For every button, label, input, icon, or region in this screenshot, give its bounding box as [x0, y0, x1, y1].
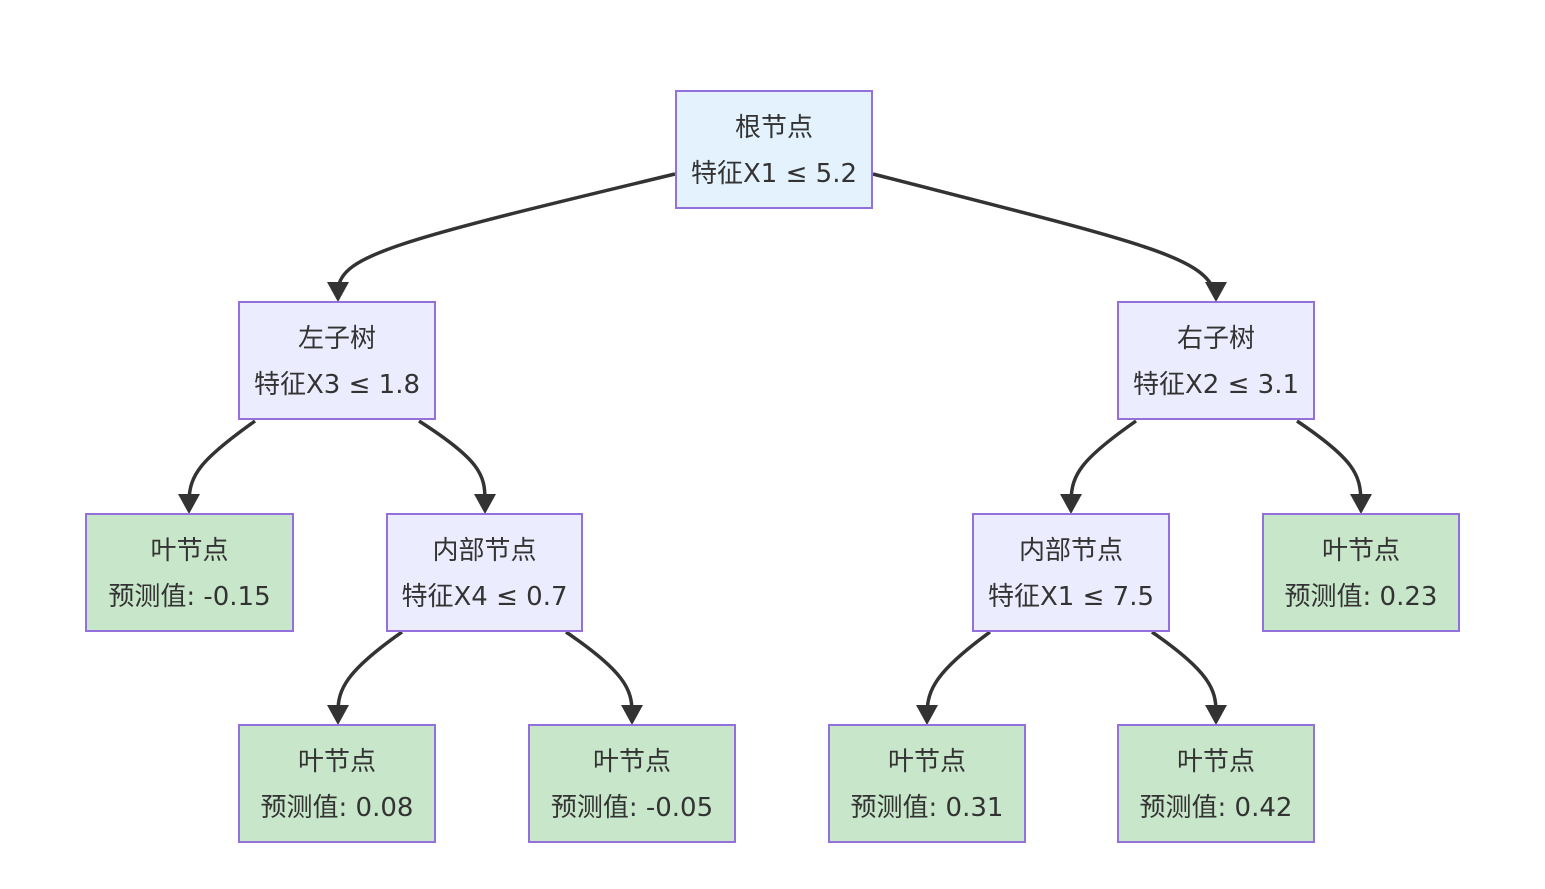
- node-box: [675, 90, 873, 209]
- node-condition: 预测值: -0.05: [551, 793, 713, 823]
- node-condition: 预测值: -0.15: [108, 582, 270, 612]
- node-condition: 特征X3 ≤ 1.8: [254, 370, 420, 400]
- node-title: 右子树: [1177, 324, 1255, 354]
- edge-root-to-left: [327, 172, 676, 302]
- node-condition: 预测值: 0.31: [851, 793, 1004, 823]
- arrow-head-icon: [1060, 494, 1082, 514]
- arrow-head-icon: [1350, 494, 1372, 514]
- edge-inner-right-to-leaf-f: [1151, 630, 1227, 725]
- node-title: 叶节点: [1322, 536, 1400, 566]
- node-title: 叶节点: [888, 747, 966, 777]
- node-title: 根节点: [735, 113, 813, 143]
- arrow-head-icon: [327, 282, 349, 302]
- edge-line: [565, 630, 634, 713]
- node-box: [386, 513, 583, 632]
- node-condition: 特征X1 ≤ 5.2: [691, 159, 857, 189]
- edge-inner-left-to-leaf-d: [565, 630, 643, 725]
- edge-right-to-inner-right: [1060, 419, 1138, 514]
- node-condition: 预测值: 0.08: [261, 793, 414, 823]
- edge-right-to-leaf-b: [1296, 419, 1372, 514]
- node-condition: 特征X1 ≤ 7.5: [988, 582, 1154, 612]
- arrow-head-icon: [474, 494, 496, 514]
- node-title: 叶节点: [1177, 747, 1255, 777]
- edge-line: [872, 172, 1216, 291]
- node-box: [238, 301, 436, 420]
- node-box: [528, 724, 736, 843]
- edge-line: [336, 172, 676, 291]
- edges-layer: [178, 172, 1372, 725]
- edge-line: [1151, 630, 1218, 713]
- edge-inner-right-to-leaf-e: [916, 630, 992, 725]
- node-title: 叶节点: [593, 747, 671, 777]
- node-box: [1117, 724, 1315, 843]
- node-box: [972, 513, 1170, 632]
- node-box: [1117, 301, 1315, 420]
- node-title: 叶节点: [150, 536, 228, 566]
- node-box: [828, 724, 1026, 843]
- edge-line: [1296, 419, 1363, 501]
- node-condition: 预测值: 0.42: [1140, 793, 1293, 823]
- arrow-head-icon: [1205, 705, 1227, 725]
- node-title: 内部节点: [432, 536, 536, 566]
- edge-inner-left-to-leaf-c: [327, 630, 404, 725]
- edge-line: [187, 419, 257, 501]
- node-condition: 特征X2 ≤ 3.1: [1133, 370, 1299, 400]
- node-box: [238, 724, 436, 843]
- arrow-head-icon: [1205, 282, 1227, 302]
- edge-line: [925, 630, 992, 713]
- edge-left-to-leaf-a: [178, 419, 257, 514]
- node-box: [85, 513, 294, 632]
- edge-line: [1069, 419, 1138, 501]
- node-title: 叶节点: [298, 747, 376, 777]
- arrow-head-icon: [327, 705, 349, 725]
- arrow-head-icon: [621, 705, 643, 725]
- node-title: 左子树: [298, 324, 376, 354]
- edge-line: [418, 419, 487, 501]
- edge-line: [336, 630, 404, 713]
- node-condition: 特征X4 ≤ 0.7: [401, 582, 567, 612]
- node-condition: 预测值: 0.23: [1285, 582, 1438, 612]
- edge-left-to-inner-left: [418, 419, 496, 514]
- edge-root-to-right: [872, 172, 1227, 302]
- arrow-head-icon: [916, 705, 938, 725]
- node-box: [1262, 513, 1460, 632]
- arrow-head-icon: [178, 494, 200, 514]
- node-title: 内部节点: [1019, 536, 1123, 566]
